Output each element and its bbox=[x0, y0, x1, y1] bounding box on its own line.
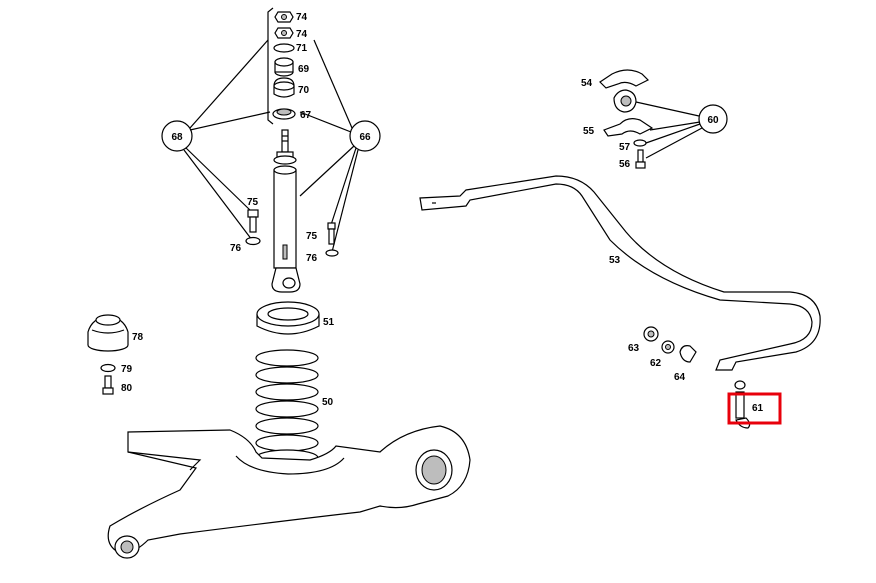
bolt-75-left bbox=[247, 209, 259, 233]
bolt-56 bbox=[635, 149, 646, 169]
label-76-right: 76 bbox=[306, 253, 318, 264]
washer-71 bbox=[273, 43, 295, 53]
label-54: 54 bbox=[581, 78, 593, 89]
label-50: 50 bbox=[322, 397, 334, 408]
nut-74-second bbox=[274, 27, 294, 39]
callout-68: 68 bbox=[161, 120, 193, 152]
control-arm bbox=[107, 425, 471, 559]
label-79: 79 bbox=[121, 364, 133, 375]
label-70: 70 bbox=[298, 85, 310, 96]
label-80: 80 bbox=[121, 383, 133, 394]
washer-76-left bbox=[245, 236, 261, 246]
label-55: 55 bbox=[583, 126, 595, 137]
stabilizer-bar-53 bbox=[419, 175, 821, 371]
bolt-80 bbox=[102, 375, 114, 395]
label-67: 67 bbox=[300, 110, 312, 121]
link-61 bbox=[734, 380, 751, 429]
shock-mount-stack bbox=[267, 7, 296, 125]
label-78: 78 bbox=[132, 332, 144, 343]
label-74-second: 74 bbox=[296, 29, 308, 40]
washer-67 bbox=[272, 108, 296, 120]
bushing-63 bbox=[643, 326, 659, 342]
label-61: 61 bbox=[752, 403, 764, 414]
washer-76-right bbox=[325, 249, 339, 257]
washer-79 bbox=[100, 363, 116, 373]
bolt-75-right bbox=[327, 222, 336, 245]
leader-lines-60 bbox=[635, 101, 703, 159]
label-74-top: 74 bbox=[296, 12, 308, 23]
spring-pad-51 bbox=[256, 301, 320, 335]
label-69: 69 bbox=[298, 64, 310, 75]
label-62: 62 bbox=[650, 358, 662, 369]
rubber-mount bbox=[613, 89, 637, 113]
shock-absorber bbox=[271, 129, 301, 293]
leader-lines bbox=[183, 39, 359, 253]
label-75-right: 75 bbox=[306, 231, 318, 242]
label-76-left: 76 bbox=[230, 243, 242, 254]
callout-66: 66 bbox=[349, 120, 381, 152]
bracket-54 bbox=[599, 69, 650, 89]
bushing-69 bbox=[274, 57, 294, 77]
label-64: 64 bbox=[674, 372, 686, 383]
bracket-55 bbox=[603, 118, 654, 137]
label-75-left: 75 bbox=[247, 197, 259, 208]
label-53: 53 bbox=[609, 255, 621, 266]
label-51: 51 bbox=[323, 317, 335, 328]
nut-74-top bbox=[274, 11, 294, 23]
highlight-box-61 bbox=[727, 392, 782, 425]
callout-60: 60 bbox=[698, 104, 728, 134]
label-66: 66 bbox=[359, 132, 371, 143]
label-60: 60 bbox=[707, 115, 719, 126]
mount-64 bbox=[679, 345, 697, 363]
bushing-70 bbox=[273, 77, 295, 98]
washer-62 bbox=[661, 340, 675, 354]
washer-57 bbox=[633, 139, 647, 147]
label-71: 71 bbox=[296, 43, 308, 54]
label-56: 56 bbox=[619, 159, 631, 170]
coil-spring-50 bbox=[255, 349, 319, 467]
label-63: 63 bbox=[628, 343, 640, 354]
label-68: 68 bbox=[171, 132, 183, 143]
bump-stop-78 bbox=[87, 314, 129, 352]
label-57: 57 bbox=[619, 142, 631, 153]
